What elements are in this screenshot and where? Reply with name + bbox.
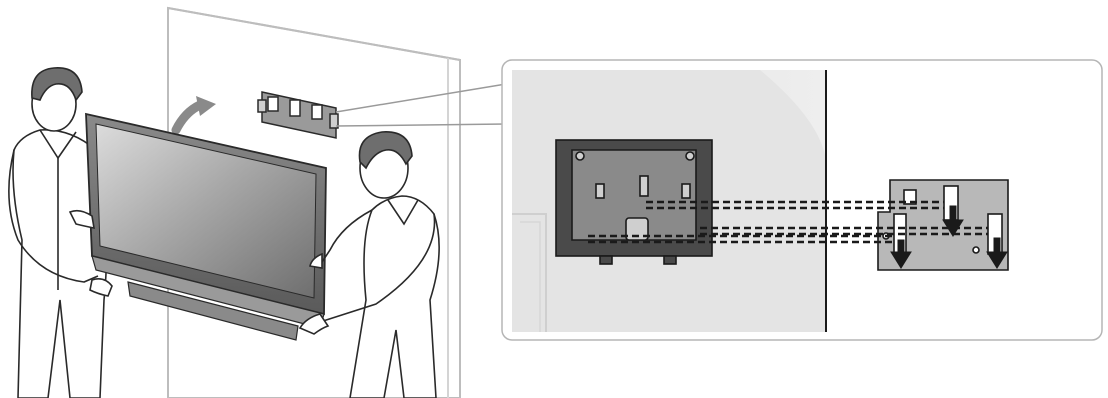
tv-back-hanger bbox=[556, 140, 712, 264]
